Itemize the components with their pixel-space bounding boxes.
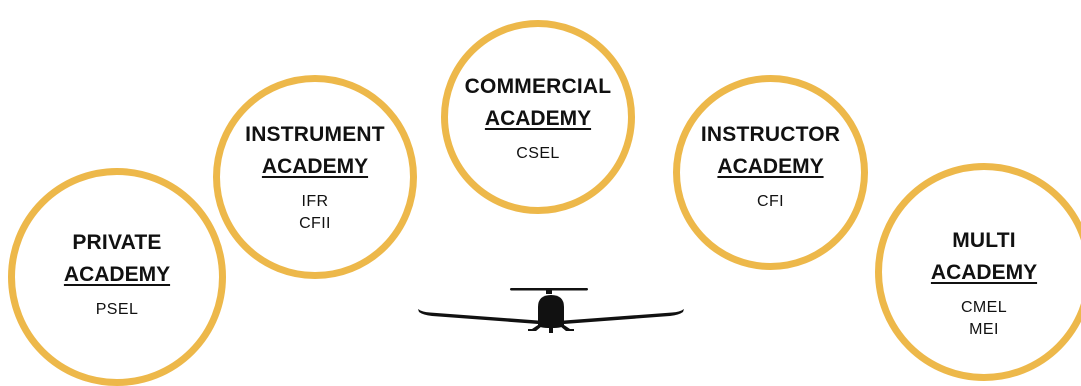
academy-subtitle: ACADEMY: [930, 261, 1038, 284]
academy-cert: PSEL: [95, 301, 139, 318]
academy-cert: CFI: [757, 193, 784, 210]
academy-certs: PSEL: [15, 299, 219, 321]
academy-certs: CFI: [680, 191, 861, 213]
airplane-silhouette-icon: [418, 288, 684, 333]
academy-title: COMMERCIAL: [464, 75, 612, 98]
academy-title: MULTI: [952, 229, 1016, 252]
academy-cert: IFR: [301, 193, 329, 210]
academy-subtitle: ACADEMY: [63, 263, 171, 286]
academy-cert: MEI: [969, 321, 999, 338]
academy-title: INSTRUMENT: [245, 123, 385, 146]
academy-cert: CMEL: [960, 299, 1008, 316]
academy-cert: CSEL: [516, 145, 560, 162]
academy-subtitle: ACADEMY: [261, 155, 369, 178]
academy-title: PRIVATE: [72, 231, 162, 254]
academy-certs: CSEL: [448, 143, 628, 165]
academy-title: INSTRUCTOR: [700, 123, 841, 146]
academy-subtitle: ACADEMY: [717, 155, 824, 178]
academy-circle-instrument[interactable]: INSTRUMENT ACADEMY IFR CFII: [213, 75, 417, 279]
academy-circle-private[interactable]: PRIVATE ACADEMY PSEL: [8, 168, 226, 386]
academy-subtitle: ACADEMY: [484, 107, 592, 130]
academy-circle-multi[interactable]: MULTI ACADEMY CMEL MEI: [875, 163, 1081, 381]
academy-circle-instructor[interactable]: INSTRUCTOR ACADEMY CFI: [673, 75, 868, 270]
academy-cert: CFII: [299, 215, 331, 232]
academy-certs: CMEL MEI: [882, 297, 1081, 341]
academy-certs: IFR CFII: [220, 191, 410, 235]
academy-circle-commercial[interactable]: COMMERCIAL ACADEMY CSEL: [441, 20, 635, 214]
